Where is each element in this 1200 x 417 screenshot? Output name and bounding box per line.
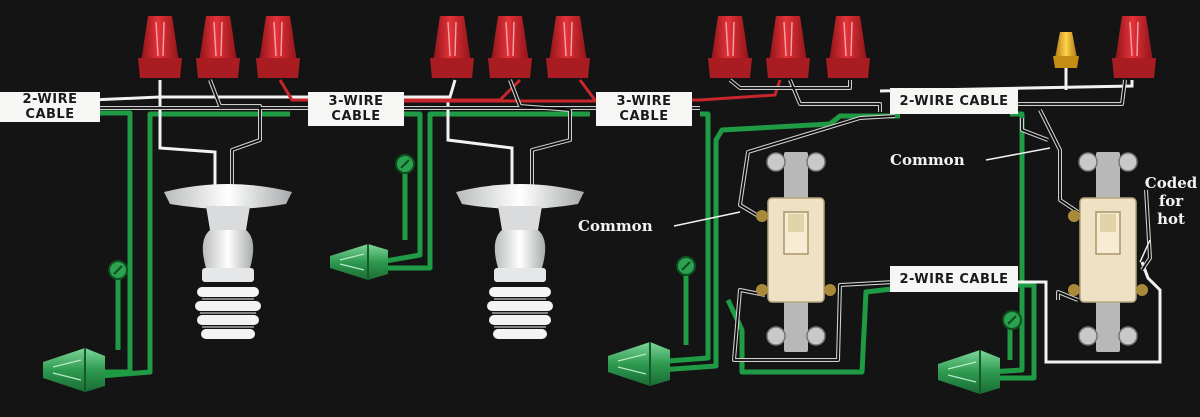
- red-connector-8: [766, 16, 810, 78]
- cable-label-2wire-left: 2-WIRE CABLE: [0, 92, 100, 122]
- red-wire-connectors: [138, 16, 1156, 78]
- three-way-switch-right: [1068, 152, 1148, 352]
- cable-label-line-2: CABLE: [331, 109, 381, 124]
- red-connector-3: [256, 16, 300, 78]
- ground-screws: [108, 154, 1022, 330]
- cable-label-line-1: 3-WIRE: [328, 94, 384, 109]
- red-connector-10: [1112, 16, 1156, 78]
- cable-label-2wire-top-right: 2-WIRE CABLE: [890, 88, 1018, 114]
- cable-label-line-1: 2-WIRE: [22, 92, 78, 107]
- red-connector-4: [430, 16, 474, 78]
- green-ground-connectors: [43, 244, 1000, 394]
- light-fixture-left: [164, 184, 292, 339]
- green-connector-right: [938, 350, 1000, 394]
- callout-line-2: for: [1158, 192, 1184, 210]
- cable-label-line-2: CABLE: [25, 107, 75, 122]
- callout-common-right: Common: [890, 151, 965, 169]
- callout-common-left: Common: [578, 217, 653, 235]
- callout-line-3: hot: [1157, 210, 1185, 228]
- red-connector-9: [826, 16, 870, 78]
- cable-label-2wire-mid-right: 2-WIRE CABLE: [890, 266, 1018, 292]
- red-connector-6: [546, 16, 590, 78]
- callout-text: Common: [578, 217, 653, 235]
- red-connector-5: [488, 16, 532, 78]
- green-connector-left: [43, 348, 105, 392]
- cable-label-line-1: 3-WIRE: [616, 94, 672, 109]
- red-connector-7: [708, 16, 752, 78]
- cable-label-line-2: CABLE: [619, 109, 669, 124]
- cable-label-3wire-b: 3-WIRE CABLE: [596, 92, 692, 126]
- callout-leader-lines: [673, 147, 1151, 263]
- three-way-switch-left: [756, 152, 836, 352]
- green-connector-middle: [330, 244, 388, 280]
- cable-label-text: 2-WIRE CABLE: [899, 271, 1009, 287]
- callout-line-1: Coded: [1144, 174, 1198, 192]
- cable-label-text: 2-WIRE CABLE: [899, 93, 1009, 109]
- callout-text: Common: [890, 151, 965, 169]
- ground-wires: [70, 110, 1037, 381]
- cable-label-3wire-a: 3-WIRE CABLE: [308, 92, 404, 126]
- red-connector-2: [196, 16, 240, 78]
- green-connector-right-middle: [608, 342, 670, 386]
- yellow-wire-connector: [1053, 32, 1079, 68]
- black-wires: [0, 78, 1152, 362]
- red-connector-1: [138, 16, 182, 78]
- light-fixture-middle: [456, 184, 584, 339]
- callout-coded-for-hot: Coded for hot: [1142, 174, 1200, 228]
